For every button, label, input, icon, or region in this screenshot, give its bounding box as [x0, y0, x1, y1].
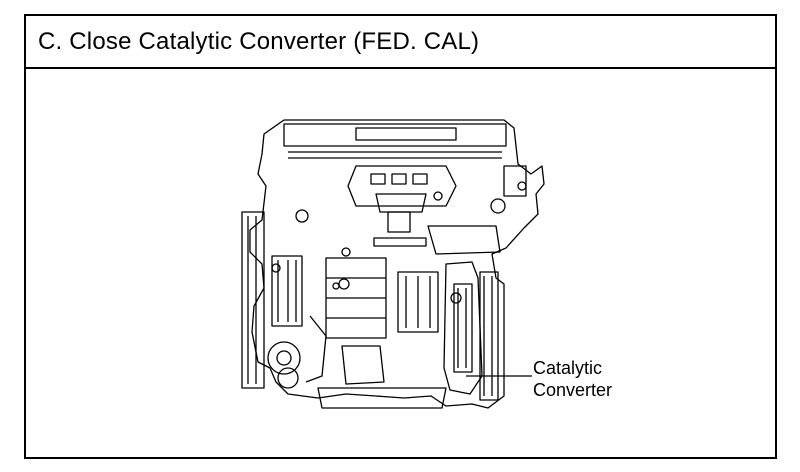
title-bar: C. Close Catalytic Converter (FED. CAL)	[26, 16, 775, 69]
callout-line-1: Catalytic	[533, 358, 603, 378]
valve-cover	[283, 123, 507, 147]
callout-line-2: Converter	[533, 380, 613, 400]
catalytic-converter	[443, 261, 483, 395]
diagram-frame: C. Close Catalytic Converter (FED. CAL)	[24, 14, 777, 459]
timing-cover	[241, 211, 265, 389]
catalytic-converter-label: Catalytic Converter	[533, 357, 612, 401]
page-title: C. Close Catalytic Converter (FED. CAL)	[38, 28, 480, 55]
engine-illustration	[241, 119, 545, 409]
engine-outline	[249, 119, 545, 409]
